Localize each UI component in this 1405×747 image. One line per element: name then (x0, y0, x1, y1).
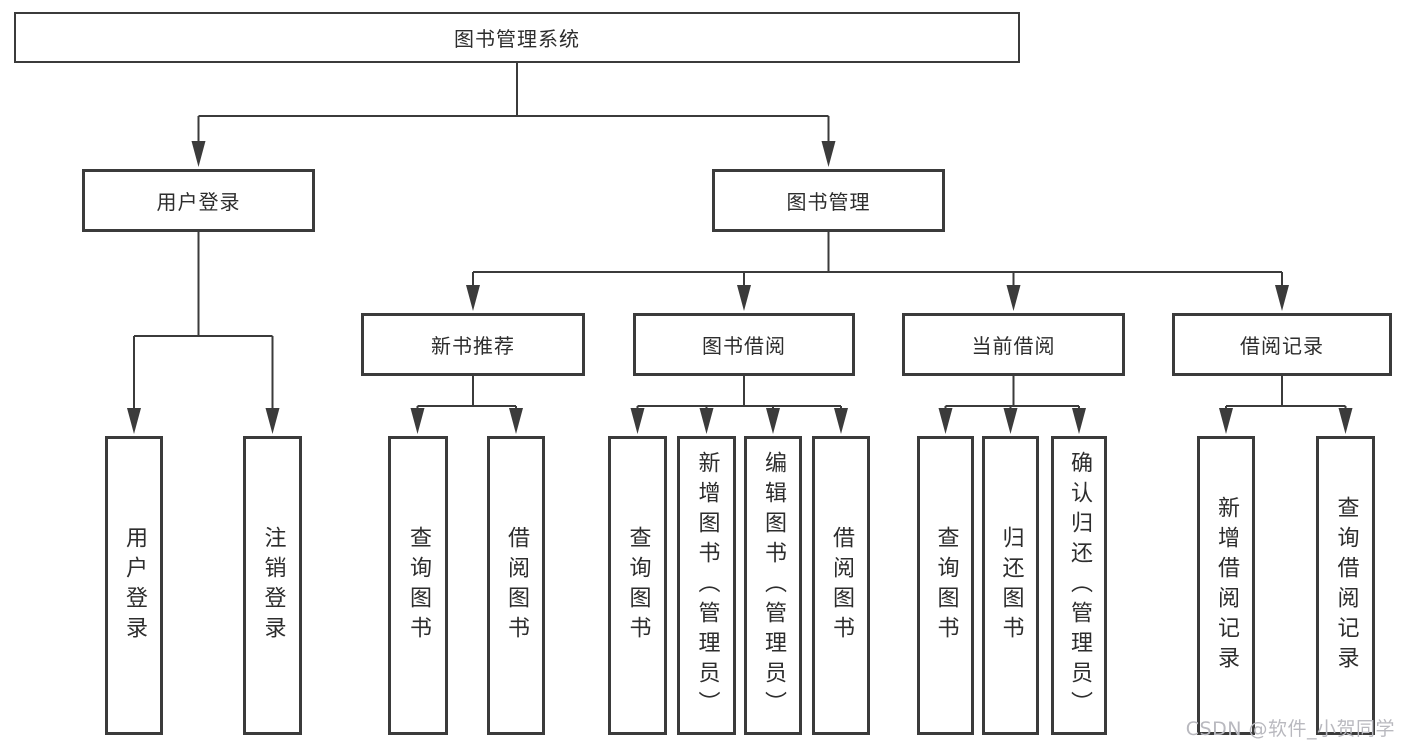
leaf-borrow-books-1: 借阅图书 (487, 436, 545, 735)
leaf-query-books-1: 查询图书 (388, 436, 448, 735)
leaf-query-books-3: 查询图书 (917, 436, 974, 735)
leaf-query-borrow-record: 查询借阅记录 (1316, 436, 1375, 735)
leaf-return-books: 归还图书 (982, 436, 1039, 735)
leaf-confirm-return-admin: 确认归还（管理员） (1051, 436, 1107, 735)
leaf-user-login-label: 用户登录 (122, 525, 147, 646)
leaf-query-books-3-label: 查询图书 (933, 525, 959, 646)
leaf-edit-book-admin: 编辑图书（管理员） (744, 436, 802, 735)
leaf-query-books-2: 查询图书 (608, 436, 667, 735)
leaf-user-login: 用户登录 (105, 436, 163, 735)
node-user-login: 用户登录 (82, 169, 315, 232)
leaf-borrow-books-2-label: 借阅图书 (829, 525, 854, 646)
leaf-add-book-admin-label: 新增图书（管理员） (694, 450, 720, 721)
leaf-logout-label: 注销登录 (260, 525, 286, 646)
leaf-query-books-1-label: 查询图书 (406, 525, 431, 646)
leaf-logout: 注销登录 (243, 436, 302, 735)
node-current-borrow: 当前借阅 (902, 313, 1125, 376)
node-book-management: 图书管理 (712, 169, 945, 232)
leaf-add-book-admin: 新增图书（管理员） (677, 436, 736, 735)
node-book-borrow: 图书借阅 (633, 313, 855, 376)
csdn-watermark: CSDN @软件_小贺同学 (1185, 718, 1395, 740)
node-borrow-records: 借阅记录 (1172, 313, 1392, 376)
leaf-edit-book-admin-label: 编辑图书（管理员） (761, 450, 786, 721)
leaf-return-books-label: 归还图书 (998, 525, 1024, 646)
leaf-add-borrow-record: 新增借阅记录 (1197, 436, 1255, 735)
leaf-confirm-return-admin-label: 确认归还（管理员） (1067, 450, 1092, 721)
leaf-borrow-books-1-label: 借阅图书 (504, 525, 529, 646)
leaf-borrow-books-2: 借阅图书 (812, 436, 870, 735)
node-library-system: 图书管理系统 (14, 12, 1020, 63)
leaf-query-borrow-record-label: 查询借阅记录 (1333, 495, 1359, 676)
leaf-query-books-2-label: 查询图书 (625, 525, 651, 646)
leaf-add-borrow-record-label: 新增借阅记录 (1214, 495, 1239, 676)
node-new-book-recommend: 新书推荐 (361, 313, 585, 376)
